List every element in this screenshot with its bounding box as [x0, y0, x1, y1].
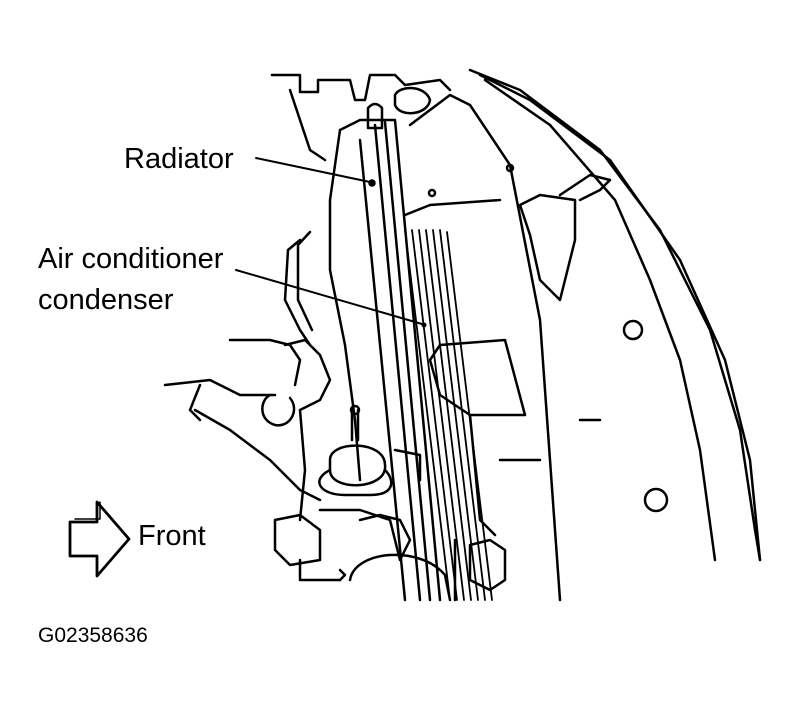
- lower-assembly: [318, 404, 507, 602]
- condenser-label-line2: condenser: [38, 284, 174, 316]
- hollow-right-arrow-icon: [68, 500, 131, 578]
- radiator-label: Radiator: [124, 143, 234, 175]
- radiator-leader-line: [255, 157, 371, 183]
- figure-code: G02358636: [38, 624, 148, 647]
- left-hoses: [163, 230, 342, 582]
- condenser-label-line1: Air conditioner: [38, 243, 224, 275]
- upper-bracket: [270, 73, 452, 162]
- shroud-panel: [403, 93, 562, 602]
- leader-lines: [235, 157, 423, 325]
- condenser-leader-line: [235, 269, 423, 325]
- body-panel: [468, 68, 762, 562]
- radiator-body: [328, 102, 442, 602]
- front-direction-label: Front: [138, 520, 206, 552]
